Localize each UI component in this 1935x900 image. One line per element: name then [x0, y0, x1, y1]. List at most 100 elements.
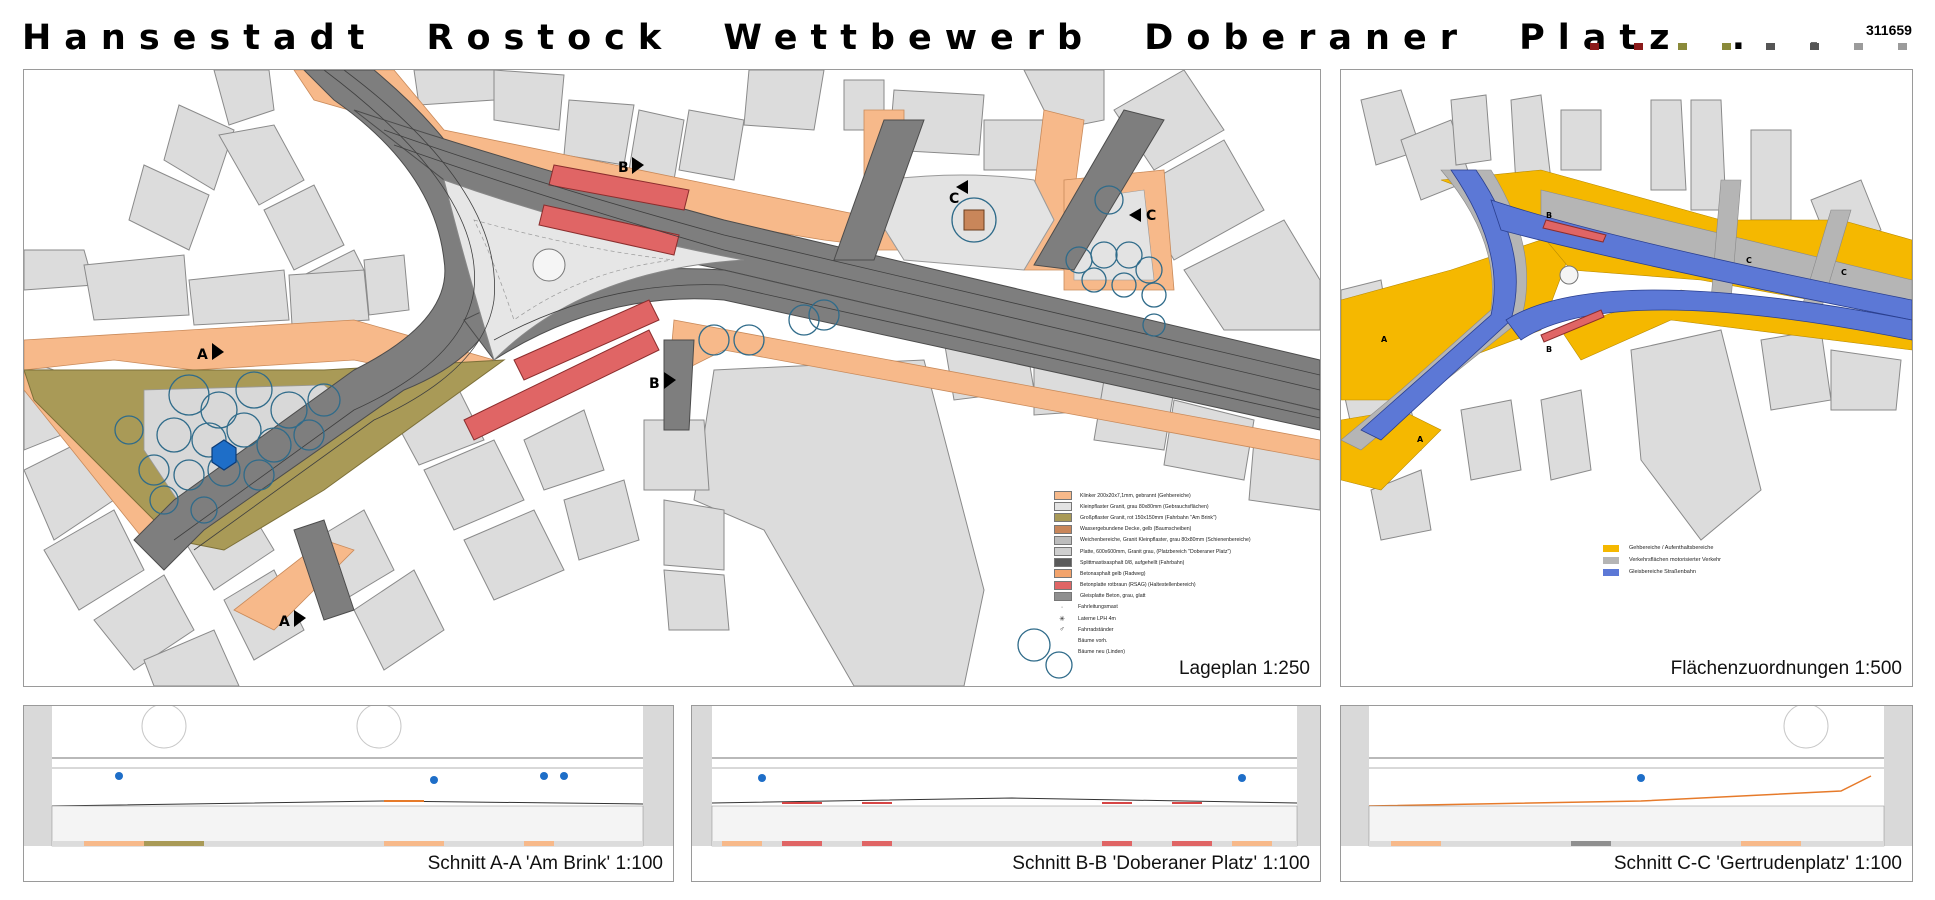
tree-circle [951, 197, 997, 243]
kiosk-hexagon [211, 439, 237, 471]
tree-circle [293, 419, 325, 451]
legend-label: Bäume neu (Linden) [1078, 649, 1126, 656]
tram-platform [1542, 219, 1607, 243]
building [663, 569, 730, 631]
section-marker-c2: C [1129, 208, 1156, 224]
rail-line [173, 70, 475, 541]
schnitt-b-caption: Schnitt B-B 'Doberaner Platz' 1:100 [1012, 853, 1310, 874]
tree-circle [1081, 267, 1107, 293]
legend-symbol: ✳ [1059, 615, 1065, 623]
page-title: Hansestadt Rostock Wettbewerb Doberaner … [22, 18, 1834, 58]
legend-item: ·Fahrleitungsmast [1054, 602, 1314, 613]
building [563, 479, 640, 561]
swatch [1810, 43, 1819, 50]
building [1450, 94, 1492, 166]
legend-item: Verkehrsflächen motorisierter Verkehr [1603, 554, 1721, 566]
building [693, 359, 985, 686]
legend-label: Betonasphalt gelb (Radweg) [1080, 570, 1146, 577]
tree-circle [114, 415, 144, 445]
legend-swatch [1054, 535, 1072, 545]
building [188, 269, 290, 326]
fountain-circle [532, 248, 566, 282]
tree-circle [1142, 313, 1166, 337]
swatch [1678, 43, 1687, 50]
legend-label: Weichenbereiche, Granit Kleinpflaster, g… [1080, 537, 1251, 544]
marker-dot [1637, 774, 1645, 782]
marker-dot [540, 772, 548, 780]
tree-circle [1115, 241, 1143, 269]
marker-dot [430, 776, 438, 784]
tram-platform [513, 299, 660, 381]
pavilion [963, 209, 985, 231]
legend-label: Bäume vorh. [1078, 638, 1108, 645]
section-c-drawing [1341, 706, 1912, 847]
section-marker-c1: C [949, 180, 968, 207]
building [563, 99, 635, 166]
building [1540, 389, 1592, 481]
building [353, 569, 445, 671]
building [1650, 99, 1687, 191]
building [983, 119, 1045, 171]
side-road [293, 519, 355, 621]
legend-tree-symbols [1017, 628, 1073, 679]
lageplan-caption: Lageplan 1:250 [1178, 658, 1310, 679]
tree-circle [191, 422, 227, 458]
section-label: C [1746, 256, 1752, 265]
rail-line [493, 284, 1320, 419]
tree-circle [256, 427, 292, 463]
schnitt-c-panel: Schnitt C-C 'Gertrudenplatz' 1:100 [1340, 705, 1913, 882]
schnitt-a-caption: Schnitt A-A 'Am Brink' 1:100 [427, 853, 663, 874]
legend-swatch [1054, 524, 1072, 534]
rail-line [193, 70, 495, 551]
building [413, 70, 495, 106]
building [363, 254, 410, 316]
building [1630, 329, 1762, 541]
tree-circle [235, 371, 273, 409]
section-label: B [1546, 345, 1552, 354]
legend-item: Kleinpflaster Granit, grau 80x80mm (Gebr… [1054, 501, 1314, 512]
tree-circle [190, 496, 218, 524]
tree-sketch [141, 706, 187, 749]
tree-circle [226, 412, 262, 448]
legend-swatch [1054, 558, 1072, 568]
flaechen-panel: B B A A C C Gehbereiche / Aufenthaltsber… [1340, 69, 1913, 687]
tree-circle [1141, 282, 1167, 308]
legend-symbol: ♂ [1059, 626, 1065, 634]
swatch [1722, 43, 1731, 50]
tree-circle [173, 459, 205, 491]
building [24, 249, 95, 291]
building [493, 70, 565, 131]
legend-symbol: · [1060, 603, 1064, 611]
schnitt-a-panel: Schnitt A-A 'Am Brink' 1:100 [23, 705, 674, 882]
rail-line [383, 129, 1320, 376]
tree-sketch [1783, 706, 1829, 749]
section-label: C [949, 191, 959, 207]
legend-label: Wassergebundene Decke, gelb (Baumscheibe… [1080, 526, 1192, 533]
tram-area [1490, 199, 1912, 321]
legend-item: Gehbereiche / Aufenthaltsbereiche [1603, 542, 1721, 554]
building [663, 499, 725, 571]
tree-sketch [356, 706, 402, 749]
legend-item: Bäume neu (Linden) [1054, 647, 1314, 658]
building-wall [692, 706, 712, 846]
building-wall [643, 706, 673, 846]
section-label: C [1841, 268, 1847, 277]
swatch [1898, 43, 1907, 50]
legend-label: Klinker 200x20x7,1mm, gebrannt (Gehberei… [1080, 492, 1191, 499]
plan-legend: Klinker 200x20x7,1mm, gebrannt (Gehberei… [1054, 490, 1314, 658]
legend-item: ♂Fahrradständer [1054, 624, 1314, 635]
tree-circle [733, 324, 765, 356]
marker-dot [115, 772, 123, 780]
legend-item: Splittmastixasphalt 0/8, aufgehellt (Fah… [1054, 557, 1314, 568]
legend-label: Platte, 600x600mm, Granit grau, (Platzbe… [1080, 548, 1232, 555]
legend-label: Großpflaster Granit, rot 150x150mm (Fahr… [1080, 514, 1217, 521]
tree-circle [1135, 256, 1163, 284]
legend-swatch [1603, 544, 1619, 552]
legend-label: Laterne LPH 4m [1078, 615, 1116, 622]
legend-item: ✳ Laterne LPH 4m [1054, 613, 1314, 624]
legend-item: Klinker 200x20x7,1mm, gebrannt (Gehberei… [1054, 490, 1314, 501]
tree-circle [1111, 272, 1137, 298]
legend-item: Betonplatte rotbraun (RSAG) (Haltestelle… [1054, 580, 1314, 591]
building [288, 269, 370, 326]
section-label: A [197, 347, 208, 363]
